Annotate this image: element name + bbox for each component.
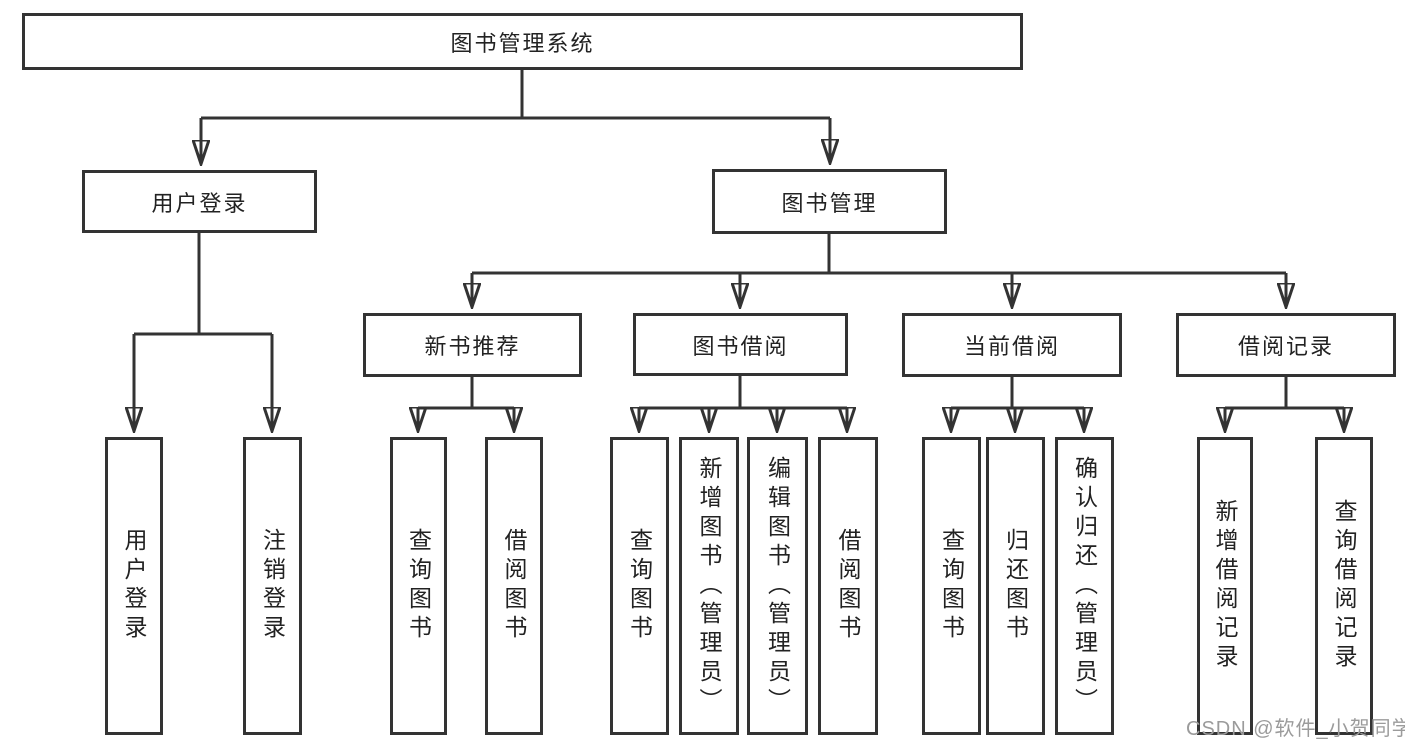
node-book-management: 图书管理 <box>712 169 947 234</box>
connector-user-login-children <box>134 233 272 431</box>
node-label: 查询图书 <box>405 528 432 644</box>
leaf-query-books-recommendation: 查询图书 <box>390 437 447 735</box>
node-current-borrowing: 当前借阅 <box>902 313 1122 377</box>
node-label: 查询借阅记录 <box>1331 499 1357 673</box>
connector-book-borrow-children <box>639 376 847 431</box>
node-book-borrowing: 图书借阅 <box>633 313 848 376</box>
leaf-borrow-books-borrowing: 借阅图书 <box>818 437 878 735</box>
node-label: 图书管理系统 <box>450 30 595 56</box>
leaf-user-login: 用户登录 <box>105 437 163 735</box>
node-label: 借阅图书 <box>501 528 527 644</box>
node-label: 编辑图书（管理员） <box>764 455 791 717</box>
node-label: 查询图书 <box>626 528 653 644</box>
node-label: 新增借阅记录 <box>1212 499 1238 673</box>
node-label: 图书借阅 <box>692 333 789 359</box>
leaf-return-book: 归还图书 <box>986 437 1045 735</box>
node-label: 查询图书 <box>938 528 965 644</box>
connector-borrow-record-children <box>1225 377 1344 431</box>
leaf-add-borrowing-record: 新增借阅记录 <box>1197 437 1253 735</box>
node-user-login: 用户登录 <box>82 170 317 233</box>
node-label: 新增图书（管理员） <box>696 455 722 717</box>
leaf-logout: 注销登录 <box>243 437 302 735</box>
node-new-book-recommendation: 新书推荐 <box>363 313 582 377</box>
node-label: 图书管理 <box>781 190 878 216</box>
node-label: 借阅图书 <box>835 528 861 644</box>
leaf-confirm-return-admin: 确认归还（管理员） <box>1055 437 1114 735</box>
leaf-query-books-borrowing: 查询图书 <box>610 437 669 735</box>
csdn-watermark: CSDN @软件_小贺同学 <box>1186 718 1405 740</box>
node-library-management-system: 图书管理系统 <box>22 13 1023 70</box>
node-label: 注销登录 <box>259 528 286 644</box>
connector-book-mgmt-children <box>472 234 1286 307</box>
node-label: 用户登录 <box>151 190 248 216</box>
connector-current-borrow-children <box>951 377 1084 431</box>
node-label: 新书推荐 <box>424 334 521 359</box>
leaf-edit-book-admin: 编辑图书（管理员） <box>747 437 808 735</box>
connector-root-to-level2 <box>201 70 830 164</box>
node-label: 用户登录 <box>121 528 147 644</box>
connector-new-book-rec-children <box>418 377 514 431</box>
node-label: 确认归还（管理员） <box>1071 455 1098 717</box>
leaf-query-books-current: 查询图书 <box>922 437 981 735</box>
leaf-add-book-admin: 新增图书（管理员） <box>679 437 739 735</box>
leaf-query-borrowing-record: 查询借阅记录 <box>1315 437 1373 735</box>
node-label: 当前借阅 <box>963 334 1060 359</box>
node-borrowing-records: 借阅记录 <box>1176 313 1396 377</box>
node-label: 借阅记录 <box>1237 334 1334 359</box>
node-label: 归还图书 <box>1002 528 1029 644</box>
leaf-borrow-books-recommendation: 借阅图书 <box>485 437 543 735</box>
